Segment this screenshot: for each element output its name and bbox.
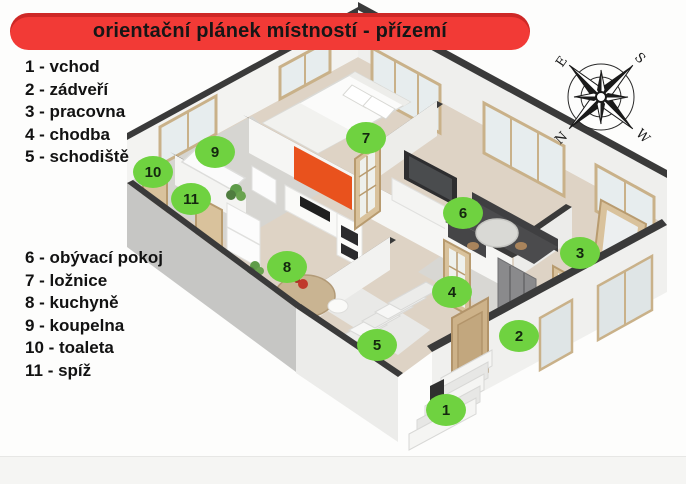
room-marker-8: 8 [267,251,307,283]
compass-label-north: N [552,129,571,148]
legend-item-7: 7 - ložnice [25,270,108,290]
washing-machine [251,165,277,205]
compass-label-south: S [631,50,648,67]
legend-item-11: 11 - spíž [25,360,92,380]
kitchen-unit [226,184,363,269]
room-marker-number: 8 [282,258,292,276]
room-marker-number: 11 [183,190,199,208]
page-title: orientační plánek místností - přízemí [92,20,448,42]
window-vestibule-front [538,297,574,373]
window-study-front [596,253,654,343]
cooktop [300,196,330,222]
room-marker-5: 5 [357,329,397,361]
room-marker-2: 2 [499,320,539,352]
plant [226,184,246,201]
legend-item-9: 9 - koupelna [25,315,125,335]
room-marker-11: 11 [171,183,211,215]
flower-centerpiece [298,279,308,289]
room-marker-10: 10 [133,156,173,188]
legend-item-10: 10 - toaleta [25,338,114,358]
room-marker-9: 9 [195,136,235,168]
legend-item-6: 6 - obývací pokoj [25,248,163,267]
room-marker-1: 1 [426,394,466,426]
room-marker-number: 3 [575,244,585,262]
room-marker-number: 5 [372,336,382,354]
room-marker-number: 10 [144,163,162,181]
compass-rose-icon: S E W N [552,50,653,148]
legend-item-8: 8 - kuchyně [25,293,119,313]
title-banner: orientační plánek místností - přízemí [10,13,530,50]
room-marker-7: 7 [346,122,386,154]
window-living-room [482,100,566,199]
legend-item-1: 1 - vchod [25,57,100,76]
room-marker-number: 7 [361,129,371,147]
compass-label-east: E [553,54,571,70]
door-bedroom [354,139,381,231]
compass-label-west: W [632,126,653,147]
room-marker-number: 9 [210,143,220,161]
bed [261,71,412,154]
oven [341,225,358,246]
room-marker-number: 2 [514,327,524,345]
room-marker-3: 3 [560,237,600,269]
ground-shadow-band [0,456,686,484]
room-marker-6: 6 [443,197,483,229]
legend-item-2: 2 - zádveří [25,79,109,99]
room-marker-number: 4 [447,283,457,301]
coffee-table [467,218,527,250]
room-marker-4: 4 [432,276,472,308]
bedroom-living-wall [354,101,443,231]
kitchen-splashback [294,146,352,210]
legend-item-3: 3 - pracovna [25,102,126,122]
legend-item-5: 5 - schodiště [25,147,129,167]
room-marker-number: 1 [441,401,451,419]
legend-item-4: 4 - chodba [25,124,111,144]
compass-points [568,64,634,130]
room-marker-number: 6 [458,204,468,222]
